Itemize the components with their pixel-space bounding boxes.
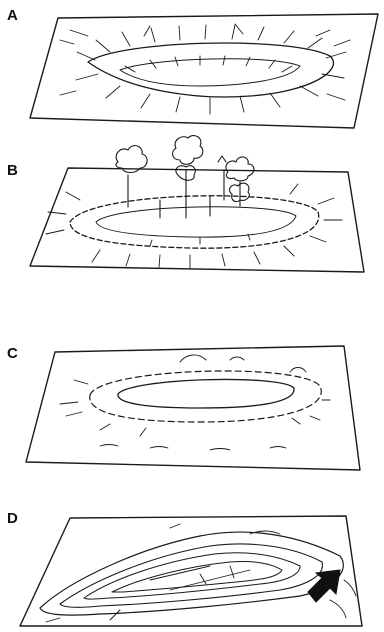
ring-hachures [45, 183, 343, 270]
tree-crown [217, 155, 227, 163]
tree-crown [175, 165, 196, 181]
landform-contour [111, 561, 283, 593]
tree-crown [171, 135, 204, 165]
panel-c [25, 345, 361, 471]
tree-crown [229, 182, 250, 203]
landform-contour [83, 552, 301, 600]
panel-b [29, 135, 365, 273]
ring-outer [69, 195, 320, 249]
landform-contour [59, 543, 323, 608]
ring-outer [89, 370, 322, 423]
panel-b-plane [29, 167, 365, 273]
panel-label-c: C [7, 345, 18, 362]
tree-group [115, 135, 255, 219]
panel-d [19, 515, 363, 627]
crater-inner [119, 58, 301, 87]
direction-arrow-icon [307, 569, 341, 603]
landform-details [45, 523, 357, 623]
ring-inner [95, 206, 297, 238]
panel-label-b: B [7, 162, 18, 179]
panel-label-a: A [7, 7, 18, 24]
panel-label-d: D [7, 510, 18, 527]
landform-contour [39, 531, 344, 616]
eroded-hachures [59, 354, 331, 451]
panel-d-plane [19, 515, 363, 627]
panel-a-plane [29, 13, 379, 129]
ring-inner [117, 378, 295, 409]
panel-c-plane [25, 345, 361, 471]
panel-a [29, 13, 379, 129]
crater-hachures [59, 23, 351, 115]
crater-rim [87, 42, 335, 98]
tree-crown [225, 156, 255, 182]
tree-crown [115, 145, 148, 174]
